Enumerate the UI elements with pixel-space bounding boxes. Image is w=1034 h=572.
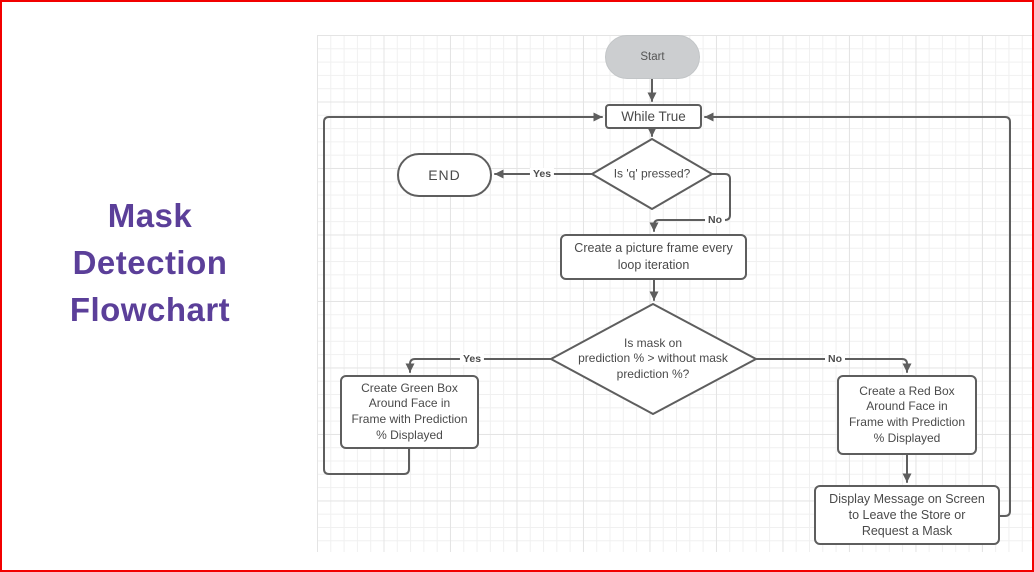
page-title: Mask Detection Flowchart [69, 197, 231, 328]
edge-label-q-yes: Yes [529, 168, 555, 180]
green-box-process-node: Create Green Box Around Face in Frame wi… [340, 375, 479, 449]
display-message-label: Display Message on Screen to Leave the S… [829, 491, 985, 539]
while-true-label: While True [621, 109, 686, 124]
green-box-label: Create Green Box Around Face in Frame wi… [351, 380, 468, 442]
display-message-process-node: Display Message on Screen to Leave the S… [814, 485, 1000, 545]
edge-label-q-no: No [705, 214, 725, 226]
end-label: END [428, 167, 461, 183]
edge-label-mask-no: No [825, 353, 845, 365]
picture-frame-label: Create a picture frame every loop iterat… [574, 241, 733, 272]
start-node: Start [605, 35, 700, 79]
picture-frame-process-node: Create a picture frame every loop iterat… [560, 234, 747, 280]
red-box-label: Create a Red Box Around Face in Frame wi… [848, 383, 966, 445]
start-label: Start [640, 51, 665, 63]
while-true-node: While True [605, 104, 702, 129]
edge-label-mask-yes: Yes [459, 353, 485, 365]
red-box-process-node: Create a Red Box Around Face in Frame wi… [837, 375, 977, 455]
end-node: END [397, 153, 492, 197]
